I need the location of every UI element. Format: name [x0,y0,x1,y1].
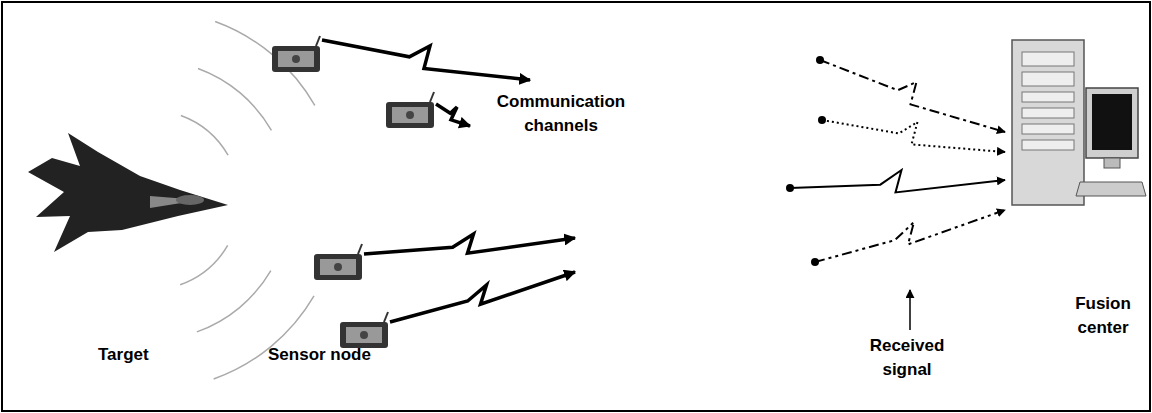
leader-arrow [909,290,911,330]
sensor-device [314,244,362,280]
received-signals [786,56,1005,266]
computer [1012,40,1146,205]
channel-arrow [436,104,470,126]
sensor-device [340,312,388,348]
jet-target [28,133,228,252]
figure-label: Received signal [852,334,962,382]
figure-label: Target [98,343,149,367]
channel-arrow [322,40,530,80]
channel-arrow [390,272,575,322]
wave-arc [181,115,228,155]
received-signal-line [786,170,1005,192]
received-signal-line [811,210,1005,266]
received-signal-line [818,116,1005,152]
figure-label: Communication channels [483,90,639,138]
channel-arrows [322,40,575,322]
sensor-devices [272,36,434,348]
figure-label: Fusion center [1060,292,1146,340]
wave-arc [215,22,315,106]
channel-arrow [364,234,575,254]
wave-arc [197,271,271,332]
figure-label: Sensor node [268,343,371,367]
received-signal-line [816,56,1005,132]
sensor-device [386,92,434,128]
wave-arc [214,296,314,379]
sensor-device [272,36,320,72]
wave-arc [198,68,271,130]
wave-arc [180,245,228,284]
